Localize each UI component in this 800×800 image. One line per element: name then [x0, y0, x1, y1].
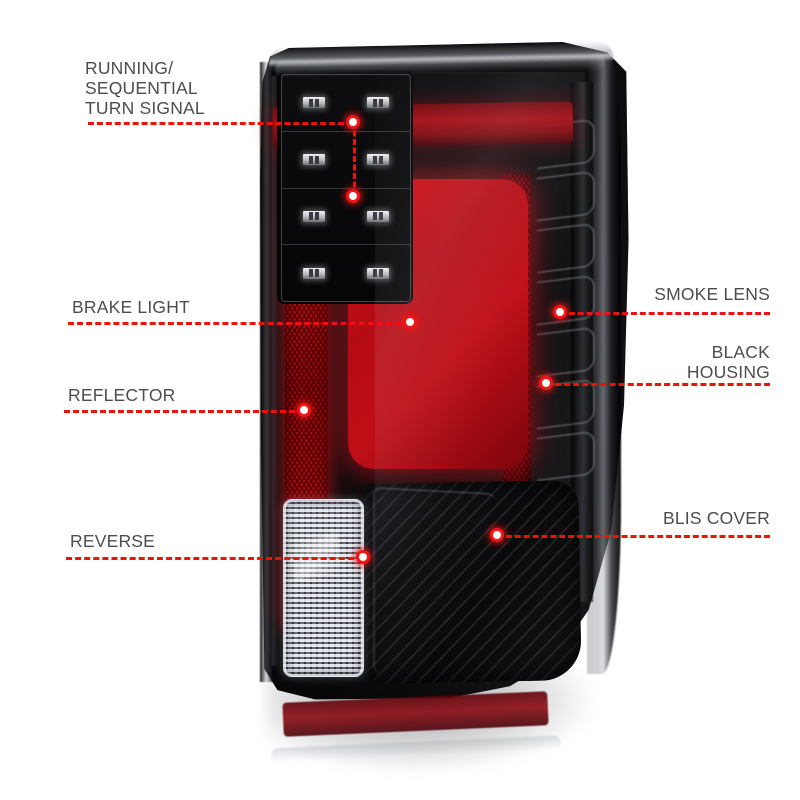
leader-line-black-housing: [546, 383, 770, 386]
callout-marker-smoke-lens[interactable]: [553, 305, 567, 319]
led-row: [282, 132, 410, 189]
callout-marker-brake-light[interactable]: [403, 315, 417, 329]
tail-light-assembly: [255, 40, 630, 772]
callout-marker-reflector[interactable]: [297, 403, 311, 417]
callout-label-blis-cover: BLIS COVER: [662, 508, 770, 528]
callout-label-reflector: REFLECTOR: [68, 385, 176, 405]
callout-marker-reverse[interactable]: [356, 550, 370, 564]
blis-cover-bevel: [373, 486, 495, 680]
callout-marker-blis-cover[interactable]: [490, 528, 504, 542]
leader-line-reflector: [64, 410, 304, 413]
callout-marker-running-sequential-turn-signal-secondary[interactable]: [346, 189, 360, 203]
housing-left-rail-highlight: [272, 76, 278, 666]
leader-line-brake-light: [68, 322, 410, 325]
led-row: [282, 245, 410, 301]
reverse-lamp: [283, 499, 364, 677]
led-row: [282, 75, 410, 132]
leader-line-blis-cover: [497, 535, 770, 538]
housing-left-rail: [260, 62, 274, 682]
smoke-lens-inner-edge: [571, 82, 593, 602]
callout-label-black-housing: BLACK HOUSING: [686, 342, 770, 382]
callout-label-smoke-lens: SMOKE LENS: [654, 284, 770, 304]
callout-label-brake-light: BRAKE LIGHT: [72, 297, 190, 317]
leader-elbow-running-sequential-turn-signal: [353, 122, 356, 196]
leader-line-reverse: [66, 557, 363, 560]
led-row: [282, 189, 410, 246]
smoke-lens-facets: [537, 118, 599, 522]
callout-marker-black-housing[interactable]: [539, 376, 553, 390]
leader-line-smoke-lens: [560, 312, 770, 315]
leader-line-running-sequential-turn-signal: [88, 122, 353, 125]
brake-light-led-module: [281, 74, 411, 302]
callout-marker-running-sequential-turn-signal[interactable]: [346, 115, 360, 129]
callout-label-running-sequential-turn-signal: RUNNING/ SEQUENTIAL TURN SIGNAL: [85, 58, 205, 118]
callout-label-reverse: REVERSE: [70, 531, 156, 551]
